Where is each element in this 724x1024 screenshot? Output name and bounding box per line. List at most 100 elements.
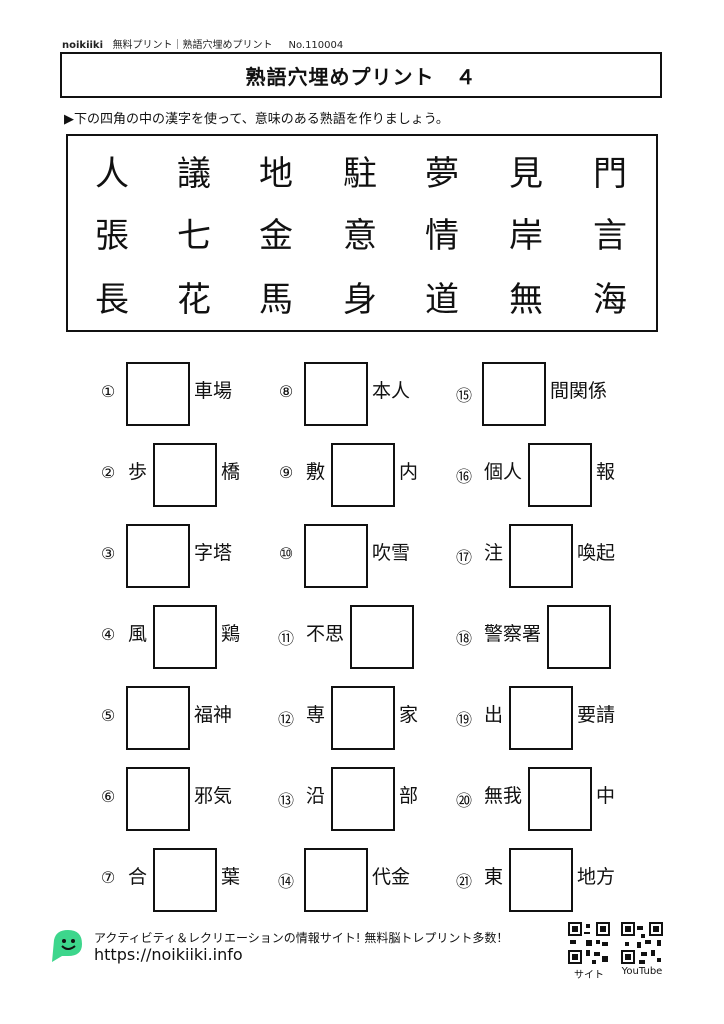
answer-box[interactable] (331, 767, 395, 831)
problem-prefix: 歩 (128, 461, 148, 483)
problem-prefix: 専 (306, 704, 326, 726)
problem-number: ⑥ (100, 787, 116, 806)
kanji-choice: 見 (509, 154, 543, 194)
answer-box[interactable] (331, 443, 395, 507)
problem-number: ⑤ (100, 706, 116, 725)
problem-suffix: 家 (399, 704, 419, 726)
problem-suffix: 車場 (194, 380, 233, 402)
answer-box[interactable] (153, 848, 217, 912)
answer-box[interactable] (528, 443, 592, 507)
answer-box[interactable] (509, 848, 573, 912)
problem-number: ⑲ (455, 710, 472, 729)
problem-suffix: 部 (399, 785, 419, 807)
footer-url-link[interactable]: https://noikiiki.info (94, 945, 243, 964)
qr-code-site-icon[interactable] (568, 922, 610, 964)
problem-prefix: 個人 (484, 461, 523, 483)
answer-box[interactable] (153, 605, 217, 669)
kanji-choice: 地 (259, 154, 293, 194)
problem-item: ⑯ 個人 報 (452, 443, 632, 509)
problem-number: ⑩ (278, 544, 294, 563)
problem-suffix: 報 (596, 461, 616, 483)
kanji-choice: 馬 (259, 280, 293, 320)
problem-suffix: 地方 (577, 866, 616, 888)
problem-number: ⑬ (277, 791, 294, 810)
problem-suffix: 内 (399, 461, 419, 483)
problem-item: ⑮ 間関係 (452, 362, 632, 428)
answer-box[interactable] (304, 524, 368, 588)
problem-number: ⑱ (455, 629, 472, 648)
problem-prefix: 注 (484, 542, 504, 564)
problem-suffix: 間関係 (550, 380, 608, 402)
kanji-choice: 金 (259, 216, 293, 256)
header-line: noikiiki 無料プリント｜熟語穴埋めプリント No.110004 (62, 36, 343, 51)
kanji-choice: 夢 (425, 154, 459, 194)
problem-prefix: 東 (484, 866, 504, 888)
answer-box[interactable] (153, 443, 217, 507)
page-title: 熟語穴埋めプリント ４ (60, 52, 662, 98)
kanji-choice: 言 (593, 216, 627, 256)
answer-box[interactable] (331, 686, 395, 750)
kanji-choice-box: 人議地駐夢見門張七金意情岸言長花馬身道無海 (66, 134, 658, 332)
problem-number: ⑯ (455, 467, 472, 486)
answer-box[interactable] (126, 767, 190, 831)
kanji-choice: 花 (177, 280, 211, 320)
qr-site-label: サイト (574, 970, 604, 981)
problem-prefix: 出 (484, 704, 504, 726)
kanji-choice: 張 (95, 216, 129, 256)
breadcrumb: 無料プリント｜熟語穴埋めプリント (112, 40, 273, 51)
problem-item: ⑧ 本人 (274, 362, 454, 428)
answer-box[interactable] (509, 524, 573, 588)
problem-suffix: 葉 (221, 866, 241, 888)
kanji-row: 人議地駐夢見門 (68, 144, 656, 204)
footer-tagline: アクティビティ＆レクリエーションの情報サイト! 無料脳トレプリント多数！ (94, 931, 509, 945)
problem-suffix: 橋 (221, 461, 241, 483)
answer-box[interactable] (126, 686, 190, 750)
qr-code-youtube-icon[interactable] (621, 922, 663, 964)
answer-box[interactable] (126, 362, 190, 426)
kanji-choice: 駐 (343, 154, 377, 194)
kanji-choice: 情 (425, 216, 459, 256)
problem-number: ② (100, 463, 116, 482)
problem-suffix: 本人 (372, 380, 411, 402)
kanji-choice: 海 (593, 280, 627, 320)
problem-number: ④ (100, 625, 116, 644)
problem-prefix: 沿 (306, 785, 326, 807)
kanji-choice: 意 (343, 216, 377, 256)
answer-box[interactable] (482, 362, 546, 426)
answer-box[interactable] (547, 605, 611, 669)
kanji-choice: 岸 (509, 216, 543, 256)
problem-suffix: 喚起 (577, 542, 616, 564)
answer-box[interactable] (350, 605, 414, 669)
problem-number: ⑦ (100, 868, 116, 887)
problem-number: ⑮ (455, 386, 472, 405)
kanji-choice: 長 (95, 280, 129, 320)
answer-box[interactable] (304, 848, 368, 912)
answer-box[interactable] (304, 362, 368, 426)
problem-number: ⑧ (278, 382, 294, 401)
problem-number: ⑭ (277, 872, 294, 891)
noikiiki-logo-icon (52, 930, 82, 962)
problem-prefix: 敷 (306, 461, 326, 483)
answer-box[interactable] (509, 686, 573, 750)
problem-prefix: 合 (128, 866, 148, 888)
problem-number: ③ (100, 544, 116, 563)
kanji-choice: 道 (425, 280, 459, 320)
answer-box[interactable] (126, 524, 190, 588)
answer-box[interactable] (528, 767, 592, 831)
problem-prefix: 無我 (484, 785, 523, 807)
problem-prefix: 不思 (306, 623, 345, 645)
